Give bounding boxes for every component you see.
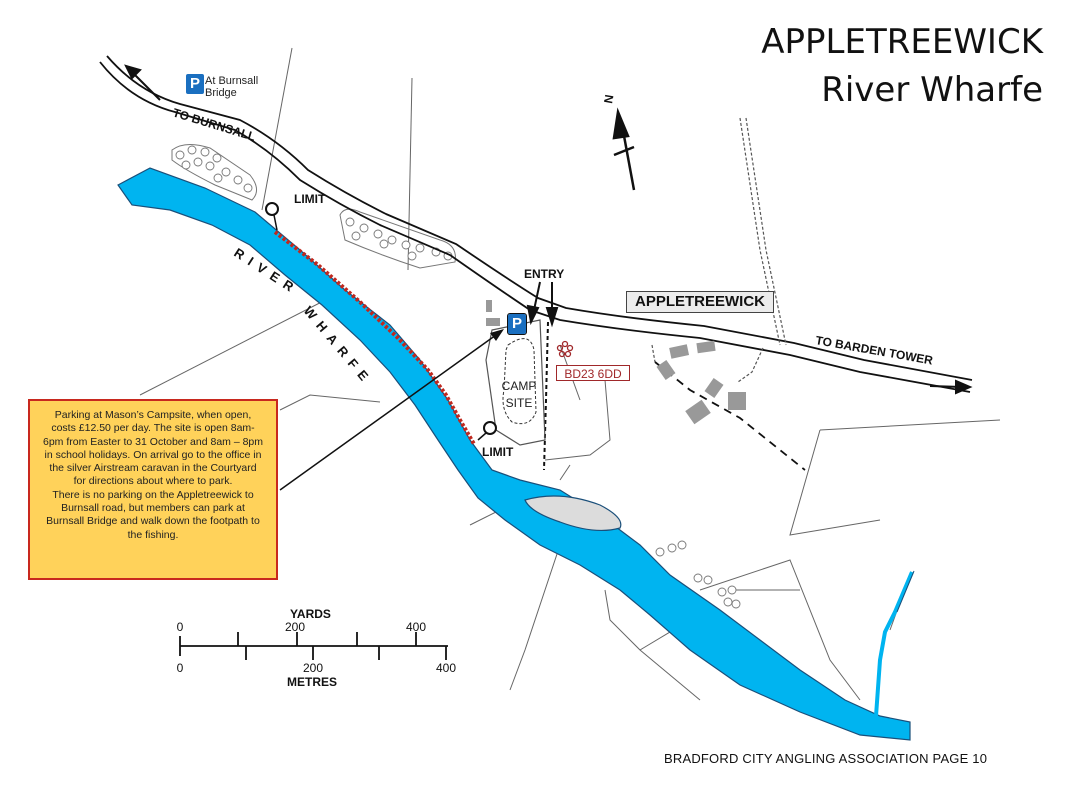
trees [175,145,741,609]
to-burnsall-label: TO BURNSALL [171,105,257,143]
info-pointer [279,329,504,491]
scale-yards-tick: 200 [285,620,305,634]
tracks [651,117,787,383]
burnsall-parking-note: At Burnsall Bridge [205,75,259,99]
scale-yards-tick: 0 [177,620,184,634]
river-wharfe [117,167,911,741]
village-label: APPLETREEWICK [626,291,774,313]
parking-info-box: Parking at Mason’s Campsite, when open, … [28,399,278,580]
scale-metres-tick: 200 [303,661,323,675]
road-arrows [124,64,973,395]
limit-lower-label: LIMIT [482,445,514,459]
campsite-boundary [485,319,546,446]
field-boundaries [139,47,1001,701]
scale-metres-tick: 400 [436,661,456,675]
scale-bar [179,632,448,660]
footpath [654,361,806,471]
entry-track [543,321,549,471]
scale-yards-label: YARDS [290,607,331,621]
entry-arrows [526,281,559,328]
parking-info-text: Parking at Mason’s Campsite, when open, … [42,409,264,488]
postcode-label: BD23 6DD [556,365,630,381]
scale-metres-label: METRES [287,675,337,689]
scale-yards-tick: 400 [406,620,426,634]
parking-icon: P [186,74,204,94]
scale-metres-tick: 0 [177,661,184,675]
entry-label: ENTRY [524,267,564,281]
campsite-parking-icon: P [507,313,527,335]
campsite-track [502,338,537,425]
page-subtitle: River Wharfe [821,70,1043,110]
campsite-label-line2: SITE [505,396,533,410]
campsite-label: CAMP SITE [496,378,542,412]
campsite-label-line1: CAMP [501,379,537,393]
limit-upper-label: LIMIT [294,192,326,206]
tributary-stream [874,571,914,717]
road [99,55,973,393]
page-title: APPLETREEWICK [761,22,1043,62]
north-label: N [601,94,616,105]
buildings [486,300,746,425]
limit-markers [265,202,497,435]
burnsall-info-text: There is no parking on the Appletreewick… [46,488,260,541]
village-marker-icon [556,340,574,358]
north-arrow-icon [612,107,636,191]
page-footer: BRADFORD CITY ANGLING ASSOCIATION PAGE 1… [664,751,988,766]
fishing-stretch [273,230,476,446]
river-island [524,495,622,532]
